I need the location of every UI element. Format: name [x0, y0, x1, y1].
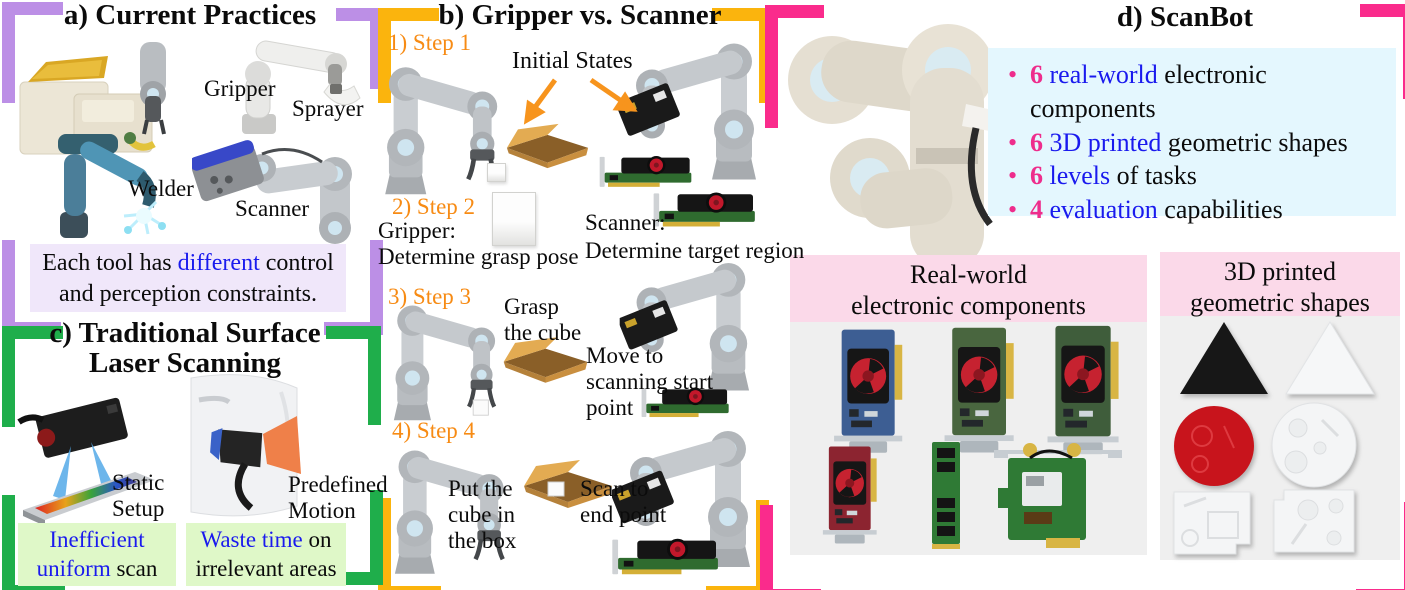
bullet-1-highlight: real-world [1049, 60, 1158, 89]
scanbot-bullet-box: • 6 real-world electronic components • 6 3… [988, 48, 1396, 224]
white-square-left-shape [1172, 490, 1252, 556]
static-setup-label: Static Setup [112, 470, 165, 521]
shapes-section-header: 3D printed geometric shapes [1160, 252, 1400, 318]
laser-scanner-photo [15, 388, 180, 526]
white-square-right-shape [1272, 488, 1356, 556]
bullet-2-number: 6 [1030, 127, 1043, 157]
white-triangle-shape [1282, 318, 1378, 398]
step4-label: 4) Step 4 [392, 418, 476, 443]
bullet-item-3: • 6 levels of tasks [1004, 159, 1366, 193]
white-cube-step2 [492, 192, 536, 246]
scanner-step2-line2: Determine target region [585, 238, 805, 263]
bullet-3-rest: of tasks [1110, 161, 1197, 191]
scan-end-label: Scan to end point [580, 476, 667, 527]
scanner-label: Scanner [235, 196, 310, 221]
panel-a-bracket-tl [2, 2, 63, 103]
bullet-item-2: • 6 3D printed geometric shapes [1004, 126, 1366, 160]
caption-a-highlight: different [177, 250, 260, 276]
cardboard-box-step1 [500, 122, 595, 170]
bullet-1-rest: electronic components [1030, 60, 1267, 123]
panel-c-caption-right: Waste time on irrelevant areas [186, 523, 346, 586]
gripper-step2-line2: Determine grasp pose [378, 243, 579, 269]
small-cube-step1 [487, 163, 506, 182]
panel-c-title: c) Traditional Surface Laser Scanning [20, 318, 350, 379]
sprayer-label: Sprayer [292, 96, 364, 121]
bullet-3-highlight: levels [1049, 161, 1111, 191]
ram-stick-photo [928, 440, 964, 552]
panel-c-title-line2: Laser Scanning [88, 347, 282, 380]
bullet-dot-icon: • [1008, 195, 1018, 225]
gpu-card-step4 [608, 532, 728, 580]
shapes-header-line2: geometric shapes [1190, 288, 1370, 318]
cardboard-box-step4 [518, 458, 618, 510]
scanner-robot-photo [192, 132, 370, 244]
caption-c-left-rest: scan [110, 555, 158, 581]
panel-c-bracket-tr [326, 326, 381, 425]
initial-states-label: Initial States [512, 48, 633, 74]
caption-c-right-rest: on irrelevant areas [195, 527, 337, 581]
electronics-header-line2: electronic components [851, 291, 1086, 321]
panel-b-bracket-tl [378, 8, 439, 103]
electronics-section-header: Real-world electronic components [790, 255, 1147, 322]
step3-label: 3) Step 3 [388, 284, 472, 309]
gripper-robot-step3 [372, 292, 522, 427]
black-triangle-shape [1176, 318, 1272, 398]
panel-c-title-line1: c) Traditional Surface [49, 317, 321, 349]
gripper-step2-text: Gripper: Determine grasp pose [378, 218, 608, 270]
put-cube-label: Put the cube in the box [448, 476, 517, 553]
welder-label: Welder [128, 176, 194, 201]
initial-states-arrows-icon [505, 76, 655, 126]
caption-c-left-highlight: Inefficient uniform [36, 527, 145, 581]
sprayer-robot-photo [228, 30, 368, 138]
white-circle-shape [1268, 400, 1360, 490]
bullet-1-number: 6 [1030, 60, 1043, 89]
bullet-item-4: • 4 evaluation capabilities [1004, 193, 1366, 227]
grasp-cube-label: Grasp the cube [504, 294, 582, 345]
car-scanning-photo [185, 372, 303, 520]
move-to-start-label: Move to scanning start point [586, 343, 714, 420]
panel-b-title: b) Gripper vs. Scanner [438, 0, 722, 31]
scanner-step2-line1: Scanner: [585, 210, 666, 235]
gpu-card-step2 [648, 186, 766, 232]
gripper-label: Gripper [204, 76, 276, 101]
electronics-header-line1: Real-world [910, 260, 1027, 289]
caption-a-pre: Each tool has [42, 250, 178, 276]
bullet-dot-icon: • [1008, 60, 1018, 89]
gripper-step2-line1: Gripper: [378, 218, 456, 243]
wifi-card-photo [988, 436, 1128, 552]
bullet-4-number: 4 [1030, 195, 1043, 225]
panel-c-caption-left: Inefficient uniform scan [18, 523, 176, 586]
bullet-2-highlight: 3D printed [1049, 127, 1162, 157]
scanbot-bullet-list: • 6 real-world electronic components • 6 3… [988, 58, 1366, 227]
panel-d-bracket-tr [1360, 4, 1405, 99]
predefined-motion-label: Predefined Motion [288, 472, 388, 523]
bullet-dot-icon: • [1008, 161, 1018, 191]
panel-a-caption: Each tool has different control and perc… [30, 244, 346, 312]
bullet-item-1: • 6 real-world electronic components [1004, 58, 1366, 126]
bullet-4-highlight: evaluation [1049, 195, 1158, 225]
step1-label: 1) Step 1 [388, 30, 472, 55]
bullet-dot-icon: • [1008, 127, 1018, 157]
red-circle-shape [1172, 404, 1256, 488]
caption-a-post: control and perception constraints. [59, 250, 334, 308]
bullet-2-rest: geometric shapes [1161, 127, 1348, 157]
panel-a-title: a) Current Practices [63, 0, 317, 31]
step2-label: 2) Step 2 [392, 194, 476, 219]
welder-robot-photo [52, 128, 187, 246]
panel-c-bracket-bl [2, 495, 65, 590]
caption-c-right-highlight: Waste time [200, 527, 303, 552]
shapes-header-line1: 3D printed [1224, 257, 1336, 286]
bullet-4-rest: capabilities [1157, 195, 1283, 225]
panel-c-bracket-tl [2, 326, 63, 427]
gpu-card-red-photo [812, 442, 892, 554]
panel-d-bracket-tl [765, 5, 824, 128]
panel-d-title: d) ScanBot [1116, 1, 1254, 33]
bullet-3-number: 6 [1030, 161, 1043, 191]
